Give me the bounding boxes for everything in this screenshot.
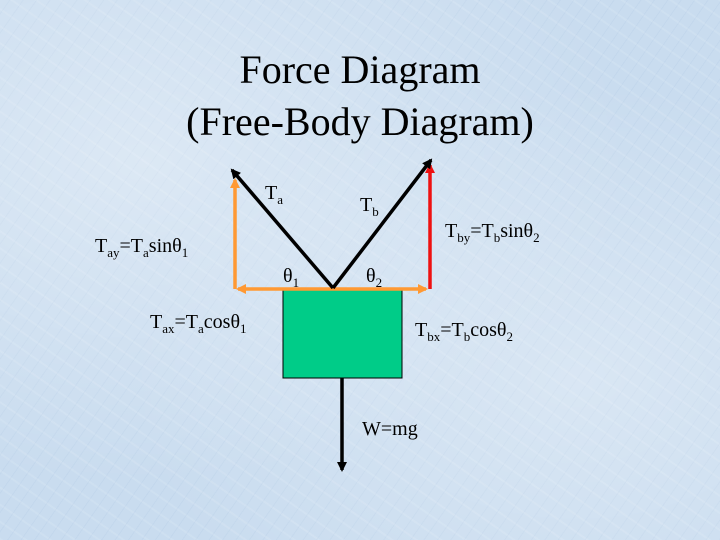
label-theta1: θ1 xyxy=(283,265,300,290)
label-tbx: Tbx=Tbcosθ2 xyxy=(415,319,513,344)
label-tby: Tby=Tbsinθ2 xyxy=(445,220,540,245)
hanging-block xyxy=(282,288,403,379)
title-line-1: Force Diagram xyxy=(239,47,481,92)
ta-vector-arrow xyxy=(230,168,335,290)
title-line-2: (Free-Body Diagram) xyxy=(186,99,534,144)
label-ta: Ta xyxy=(265,182,283,207)
slide-title: Force Diagram (Free-Body Diagram) xyxy=(0,44,720,148)
label-tay: Tay=Tasinθ1 xyxy=(95,235,189,260)
label-tax: Tax=Tacosθ1 xyxy=(150,311,247,336)
label-theta2: θ2 xyxy=(366,265,383,290)
label-weight: W=mg xyxy=(362,418,418,440)
label-tb: Tb xyxy=(360,194,379,219)
tb-vector-arrow xyxy=(331,158,433,290)
